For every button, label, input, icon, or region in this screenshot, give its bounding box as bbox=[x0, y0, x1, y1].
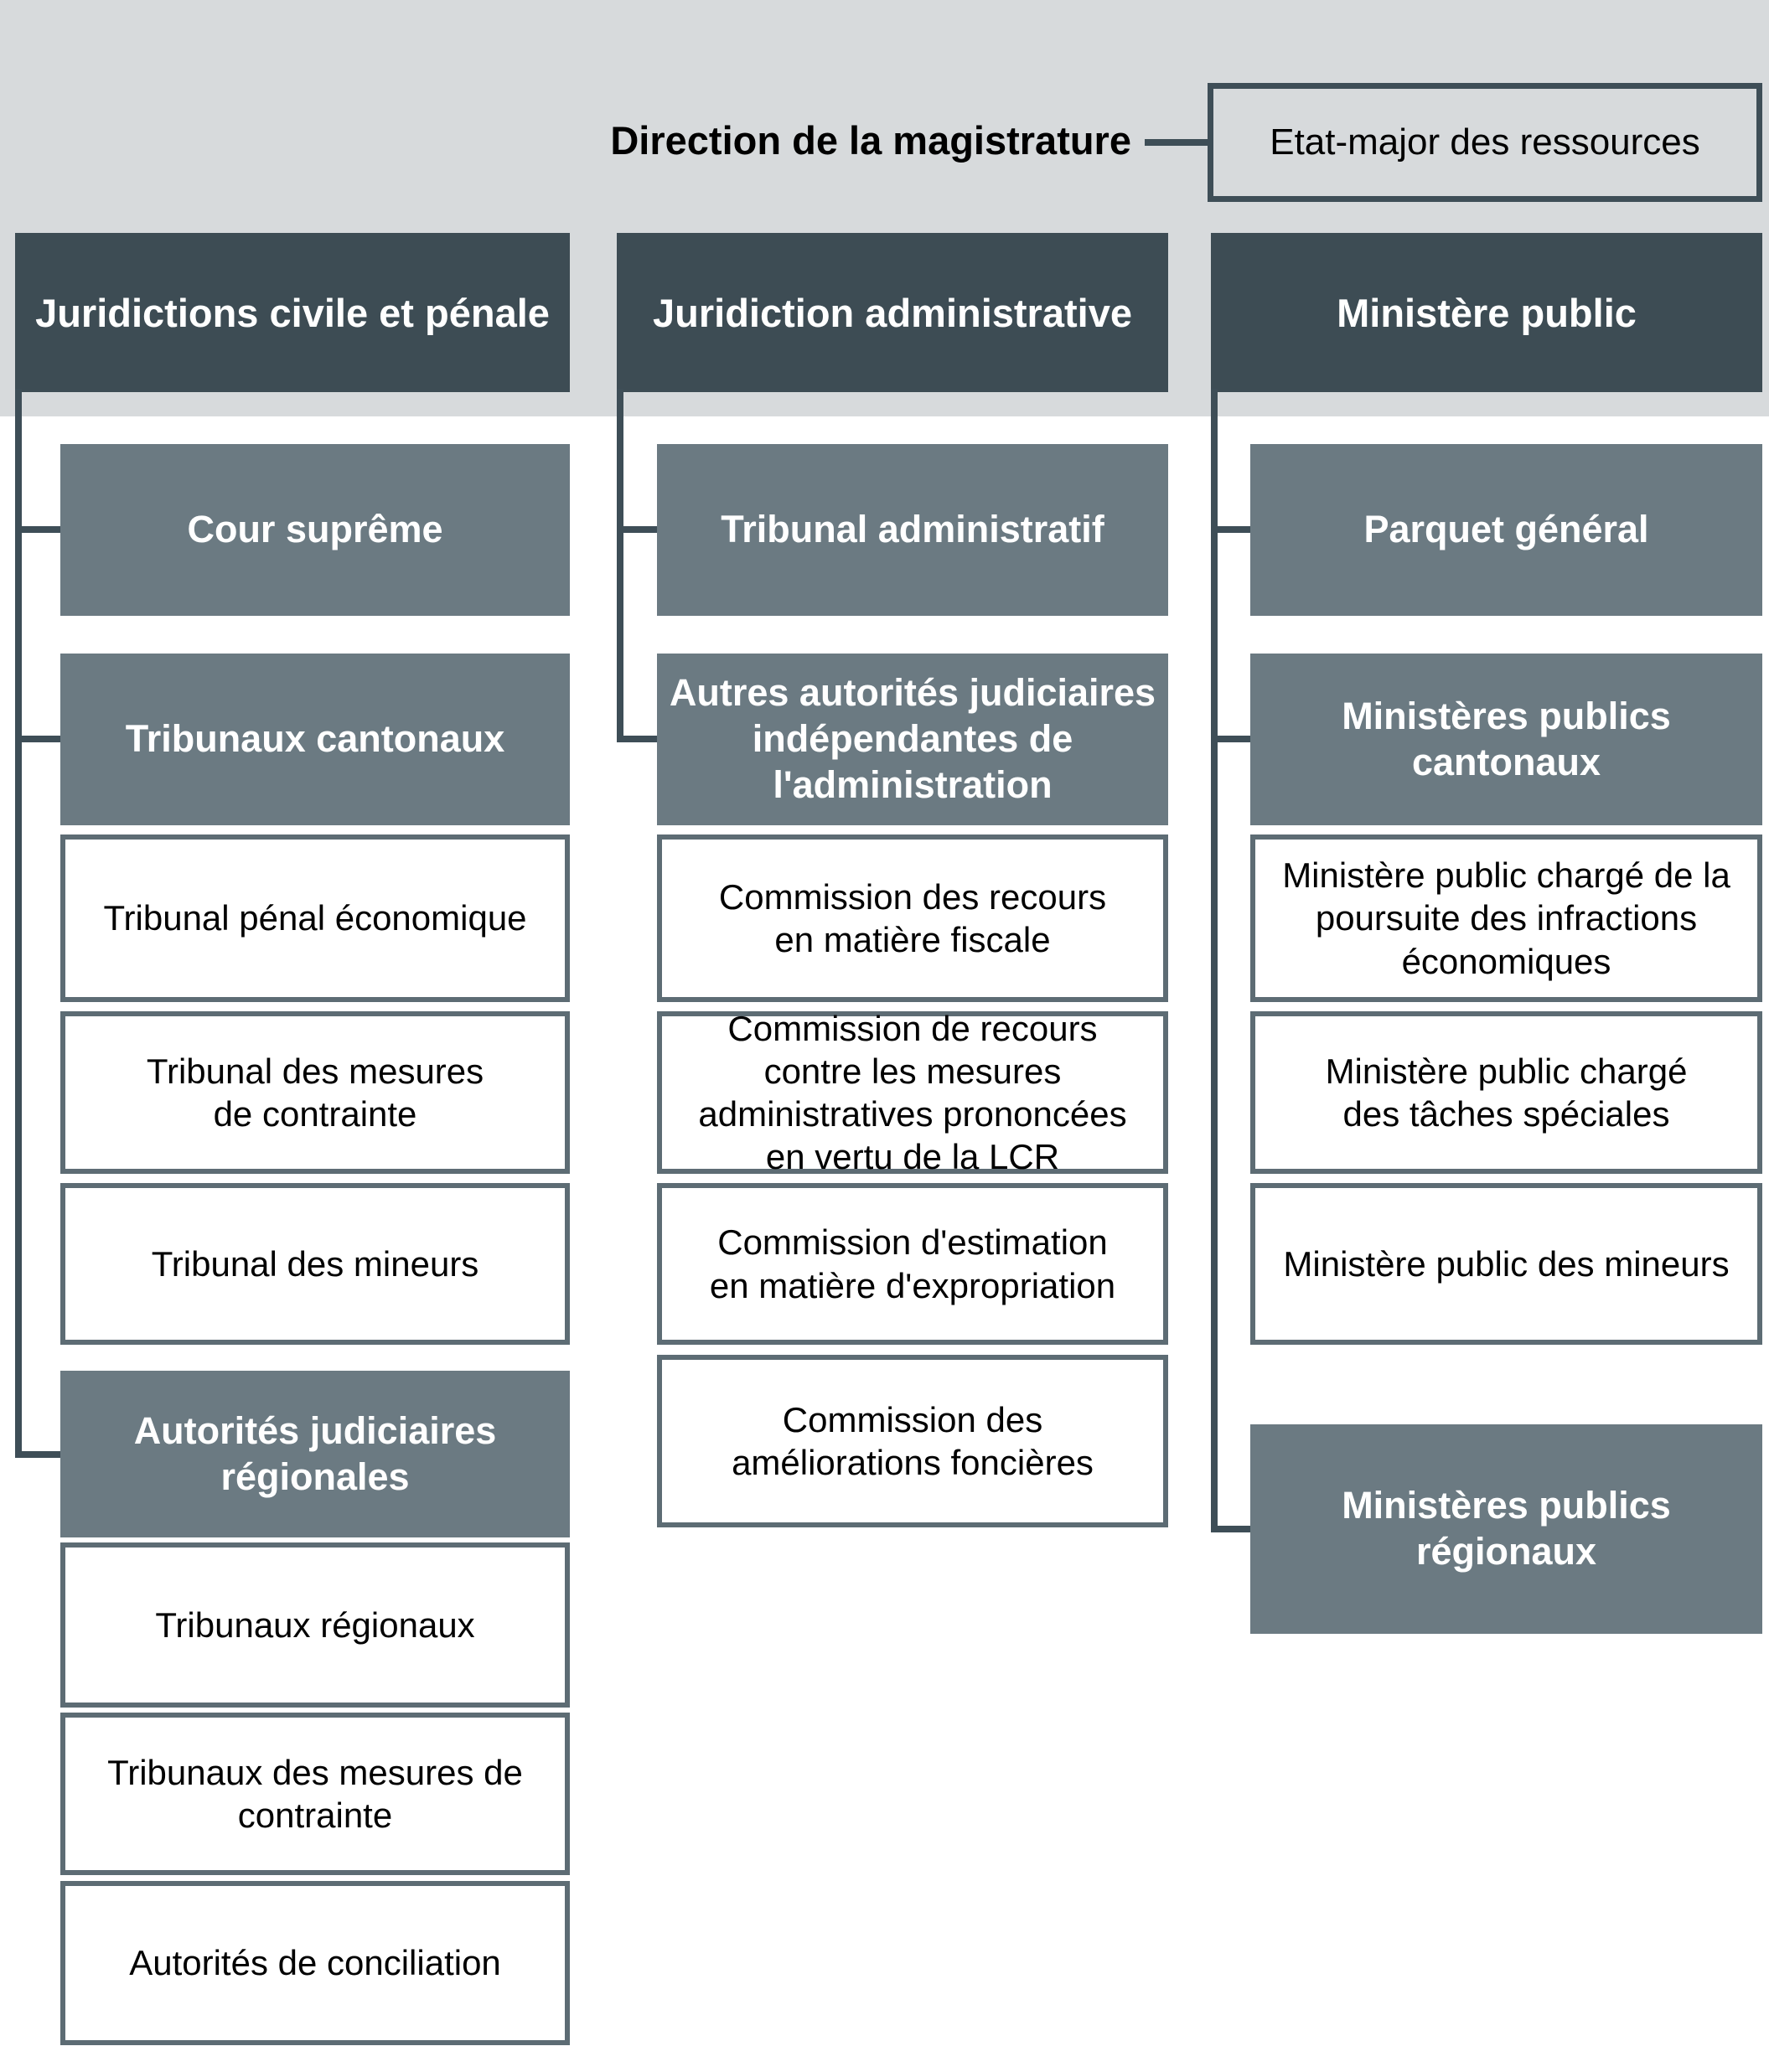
org-box-ministeres-publics-cantonaux: Ministères publics cantonaux bbox=[1250, 654, 1762, 825]
org-box-parquet-general: Parquet général bbox=[1250, 444, 1762, 616]
org-box-commission-estimation-expropriation: Commission d'estimation en matière d'exp… bbox=[657, 1183, 1168, 1345]
org-box-tribunaux-des-mesures-de-contrainte: Tribunaux des mesures de contrainte bbox=[60, 1713, 570, 1875]
etat-major-label: Etat-major des ressources bbox=[1270, 121, 1700, 163]
org-box-commission-recours-fiscale: Commission des recours en matière fiscal… bbox=[657, 834, 1168, 1002]
org-box-tribunal-penal-economique: Tribunal pénal économique bbox=[60, 834, 570, 1002]
org-box-autorites-de-conciliation: Autorités de conciliation bbox=[60, 1881, 570, 2045]
org-box-tribunal-des-mineurs: Tribunal des mineurs bbox=[60, 1183, 570, 1345]
col2-stub-autres-autorites bbox=[617, 736, 657, 742]
etat-major-box: Etat-major des ressources bbox=[1208, 83, 1762, 202]
col3-stub-ministeres-publics-cantonaux bbox=[1211, 736, 1250, 742]
org-box-mp-infractions-economiques: Ministère public chargé de la poursuite … bbox=[1250, 834, 1762, 1002]
col3-stub-parquet-general bbox=[1211, 526, 1250, 533]
title-connector-line bbox=[1145, 139, 1208, 146]
org-box-tribunaux-cantonaux: Tribunaux cantonaux bbox=[60, 654, 570, 825]
org-box-autorites-judiciaires-regionales: Autorités judiciaires régionales bbox=[60, 1371, 570, 1537]
chart-title: Direction de la magistrature bbox=[610, 118, 1131, 163]
col3-vertical-connector-line bbox=[1211, 389, 1218, 1532]
col1-stub-autorites-judiciaires-regionales bbox=[15, 1451, 60, 1458]
org-box-commission-ameliorations-foncieres: Commission des améliorations foncières bbox=[657, 1355, 1168, 1527]
org-box-mp-des-mineurs: Ministère public des mineurs bbox=[1250, 1183, 1762, 1345]
org-box-mp-taches-speciales: Ministère public chargé des tâches spéci… bbox=[1250, 1011, 1762, 1174]
org-box-commission-recours-lcr: Commission de recours contre les mesures… bbox=[657, 1009, 1168, 1176]
org-box-tribunal-administratif: Tribunal administratif bbox=[657, 444, 1168, 616]
org-box-tribunal-des-mesures-de-contrainte: Tribunal des mesures de contrainte bbox=[60, 1011, 570, 1174]
column-header-juridiction-administrative: Juridiction administrative bbox=[617, 233, 1168, 392]
col1-stub-cour-supreme bbox=[15, 526, 60, 533]
col3-stub-ministeres-publics-regionaux bbox=[1211, 1526, 1250, 1532]
org-box-cour-supreme: Cour suprême bbox=[60, 444, 570, 616]
org-box-ministeres-publics-regionaux: Ministères publics régionaux bbox=[1250, 1424, 1762, 1634]
col1-stub-tribunaux-cantonaux bbox=[15, 736, 60, 742]
column-header-juridictions-civile-et-penale: Juridictions civile et pénale bbox=[15, 233, 570, 392]
col2-stub-tribunal-administratif bbox=[617, 526, 657, 533]
org-box-tribunaux-regionaux: Tribunaux régionaux bbox=[60, 1542, 570, 1708]
column-header-ministere-public: Ministère public bbox=[1211, 233, 1762, 392]
org-box-autres-autorites-judiciaires: Autres autorités judiciaires indépendant… bbox=[657, 654, 1168, 825]
col2-vertical-connector-line bbox=[617, 389, 623, 742]
col1-vertical-connector-line bbox=[15, 389, 22, 1458]
